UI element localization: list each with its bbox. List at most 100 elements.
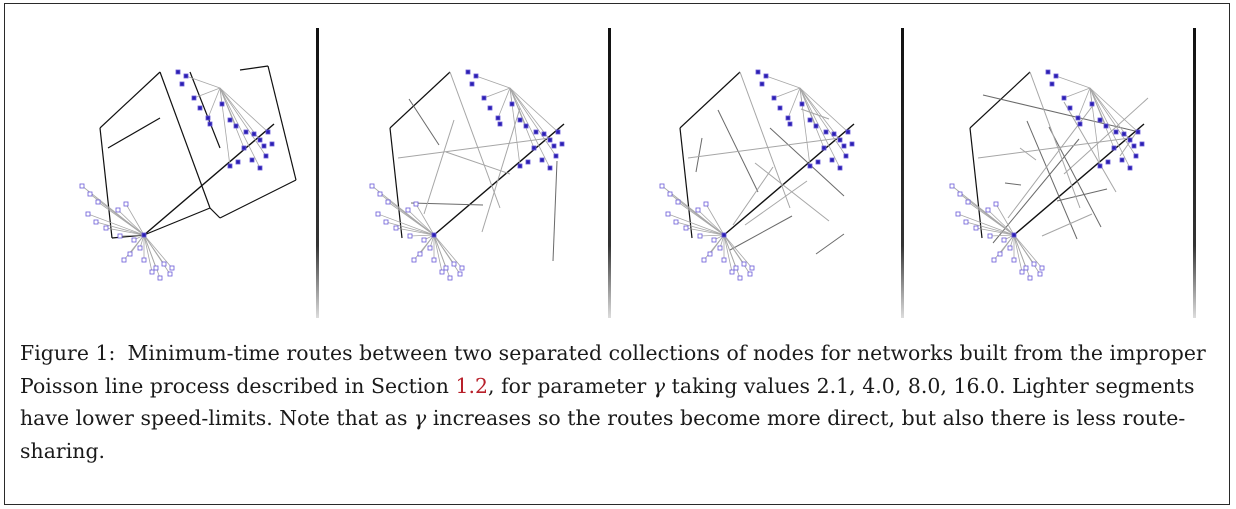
road-segment [117, 209, 145, 236]
network-node [707, 251, 713, 257]
section-ref-link[interactable]: 1.2 [455, 373, 489, 398]
network-node [1119, 157, 1125, 163]
road-segment [107, 117, 161, 149]
network-node [241, 145, 247, 151]
network-node [741, 261, 747, 267]
road-segment [143, 234, 173, 269]
road-segment [1013, 123, 1145, 236]
road-segment [787, 87, 801, 119]
road-segment [723, 234, 741, 279]
road-segment [395, 227, 435, 236]
network-node [191, 95, 197, 101]
road-segment [975, 227, 1015, 236]
road-segment [1089, 87, 1131, 141]
network-node [1053, 73, 1059, 79]
network-node [369, 183, 375, 189]
network-node [167, 271, 173, 277]
road-segment [703, 234, 725, 261]
road-segment [389, 127, 403, 239]
network-panel-2 [350, 28, 630, 320]
network-node [233, 123, 239, 129]
network-node [85, 211, 91, 217]
road-segment [193, 87, 221, 99]
network-node [383, 219, 389, 225]
road-segment [123, 234, 145, 261]
road-segment [143, 234, 171, 275]
network-node [407, 233, 413, 239]
road-segment [987, 209, 1015, 236]
road-segment [1119, 129, 1139, 157]
road-segment [739, 71, 791, 209]
network-node [703, 201, 709, 207]
network-node [377, 191, 383, 197]
figure-label: Figure 1: [20, 341, 116, 365]
road-segment [143, 234, 153, 273]
road-segment [497, 87, 511, 119]
network-node [799, 101, 805, 107]
road-segment [675, 221, 725, 236]
network-node [1039, 265, 1045, 271]
network-node [447, 275, 453, 281]
road-segment [799, 87, 847, 157]
network-node [1121, 131, 1127, 137]
network-node [1097, 163, 1103, 169]
network-node [205, 115, 211, 121]
network-node [1097, 117, 1103, 123]
road-segment [977, 137, 1131, 159]
network-node [785, 115, 791, 121]
road-segment [1056, 188, 1108, 202]
network-node [431, 232, 437, 238]
network-node [821, 145, 827, 151]
network-node [547, 137, 553, 143]
network-node [1103, 123, 1109, 129]
network-plot-1 [79, 65, 297, 281]
road-segment [219, 87, 267, 157]
network-node [249, 157, 255, 163]
road-segment [189, 71, 221, 149]
network-node [443, 265, 449, 271]
network-node [495, 115, 501, 121]
network-node [127, 251, 133, 257]
network-node [87, 191, 93, 197]
road-segment [219, 87, 261, 169]
road-segment [433, 234, 463, 269]
network-node [777, 105, 783, 111]
road-segment [95, 221, 145, 236]
network-node [417, 251, 423, 257]
network-node [257, 165, 263, 171]
network-node [1037, 271, 1043, 277]
network-node [837, 165, 843, 171]
network-node [175, 69, 181, 75]
network-node [523, 123, 529, 129]
road-segment [1063, 97, 1149, 175]
network-node [1075, 115, 1081, 121]
road-segment [815, 233, 845, 255]
network-node [763, 73, 769, 79]
road-segment [992, 138, 1080, 244]
network-node [1011, 232, 1017, 238]
road-segment [449, 71, 501, 209]
road-segment [1013, 234, 1023, 273]
panel-separator-3 [901, 28, 905, 318]
road-segment [1004, 182, 1022, 186]
network-node [1133, 153, 1139, 159]
road-segment [408, 98, 440, 146]
network-node [1113, 129, 1119, 135]
network-node [1127, 137, 1133, 143]
network-node [473, 73, 479, 79]
road-segment [799, 87, 811, 167]
network-node [807, 163, 813, 169]
network-node [675, 199, 681, 205]
network-node [451, 261, 457, 267]
road-segment [1055, 75, 1091, 89]
network-node [1077, 121, 1083, 127]
network-node [439, 269, 445, 275]
network-node [137, 245, 143, 251]
road-segment [989, 234, 1015, 237]
network-node [737, 275, 743, 281]
network-node [235, 159, 241, 165]
network-node [1061, 95, 1067, 101]
network-node [227, 163, 233, 169]
network-node [1105, 159, 1111, 165]
network-node [509, 101, 515, 107]
